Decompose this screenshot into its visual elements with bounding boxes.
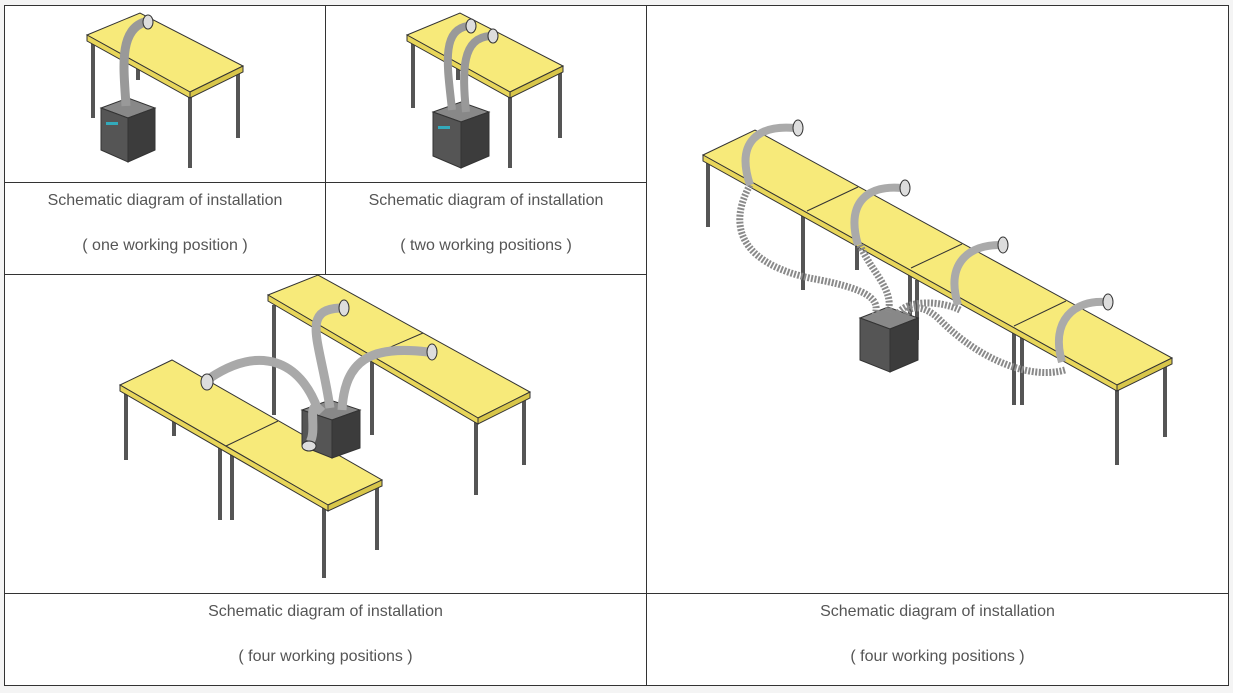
diagram-four-positions-cluster xyxy=(118,274,532,578)
caption-title: Schematic diagram of installation xyxy=(368,192,604,209)
hose-arm xyxy=(1054,297,1106,364)
fume-extractor-unit xyxy=(858,306,920,373)
hose-arm xyxy=(741,123,796,187)
fume-extractor-unit xyxy=(99,97,157,163)
nozzle xyxy=(792,119,804,137)
nozzle xyxy=(487,28,499,44)
hose xyxy=(443,22,470,111)
hose xyxy=(736,183,880,317)
caption-title: Schematic diagram of installation xyxy=(47,192,283,209)
caption-subtitle: ( one working position ) xyxy=(82,237,248,254)
diagram-two-positions xyxy=(405,12,565,169)
nozzle xyxy=(200,373,214,391)
caption-subtitle: ( two working positions ) xyxy=(400,237,572,254)
nozzle xyxy=(465,18,477,34)
hose-arm xyxy=(950,241,1001,307)
hose xyxy=(207,355,323,412)
nozzle xyxy=(1102,293,1114,311)
caption-title: Schematic diagram of installation xyxy=(208,603,443,620)
hose xyxy=(856,243,893,314)
hose xyxy=(311,303,341,409)
installation-table xyxy=(4,5,1229,686)
caption-four-positions-linear: Schematic diagram of installation ( four… xyxy=(646,593,1229,686)
fume-extractor-unit xyxy=(431,101,491,169)
nozzle xyxy=(301,440,317,452)
hose xyxy=(902,304,1066,377)
caption-one-position: Schematic diagram of installation ( one … xyxy=(4,182,326,275)
hose xyxy=(894,299,962,317)
diagram-one-position xyxy=(85,12,245,168)
hose xyxy=(305,403,326,445)
caption-title: Schematic diagram of installation xyxy=(820,603,1055,620)
hose xyxy=(119,17,147,107)
nozzle xyxy=(899,179,911,197)
nozzle xyxy=(997,236,1009,254)
nozzle xyxy=(142,14,154,30)
nozzle xyxy=(426,343,438,361)
hose xyxy=(460,32,491,113)
nozzle xyxy=(338,299,350,317)
caption-subtitle: ( four working positions ) xyxy=(238,648,413,665)
hose xyxy=(337,345,429,411)
hose-arm xyxy=(850,183,903,247)
diagram-four-positions-linear xyxy=(701,119,1174,465)
caption-subtitle: ( four working positions ) xyxy=(850,648,1025,665)
